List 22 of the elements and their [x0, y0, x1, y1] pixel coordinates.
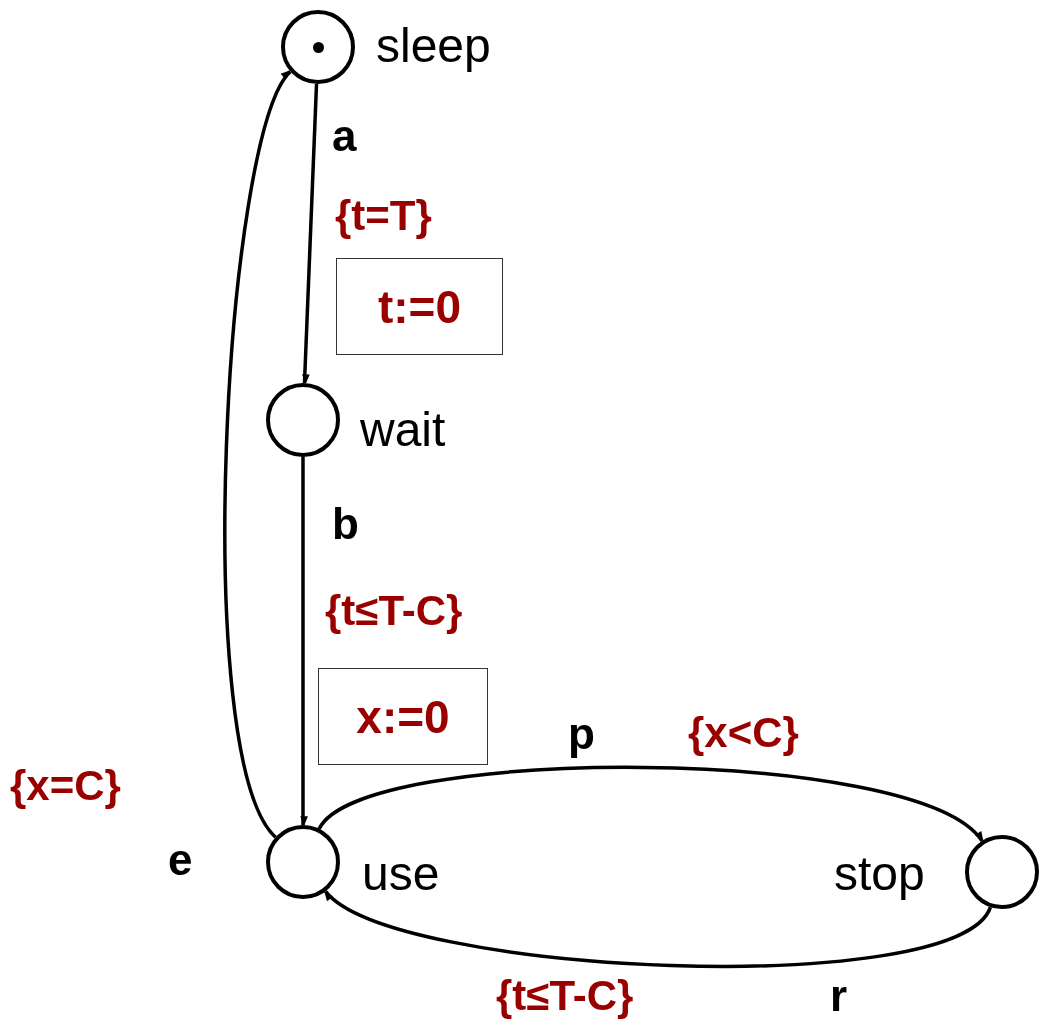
transition-arrow [324, 889, 992, 968]
state-name: sleep [376, 22, 491, 70]
state-name: wait [360, 406, 446, 454]
transition-arrow [302, 83, 319, 384]
reset-box: t:=0 [336, 258, 503, 355]
edge-label: p [568, 712, 595, 756]
edge-label: a [332, 114, 357, 158]
state-circle [266, 825, 340, 899]
guard-condition: {t≤T-C} [496, 975, 634, 1017]
reset-box: x:=0 [318, 668, 488, 765]
transition-arrow [318, 765, 984, 843]
guard-condition: {t=T} [335, 195, 432, 237]
state-name: stop [834, 850, 925, 898]
edge-label: b [332, 502, 359, 546]
guard-condition: {x=C} [10, 765, 121, 807]
state-name: use [362, 850, 440, 898]
guard-condition: {t≤T-C} [325, 590, 463, 632]
edge-label: r [830, 974, 848, 1018]
edge-label: e [168, 838, 193, 882]
transition-arrow [223, 70, 292, 839]
transition-arrow [300, 457, 308, 826]
guard-condition: {x<C} [688, 712, 799, 754]
